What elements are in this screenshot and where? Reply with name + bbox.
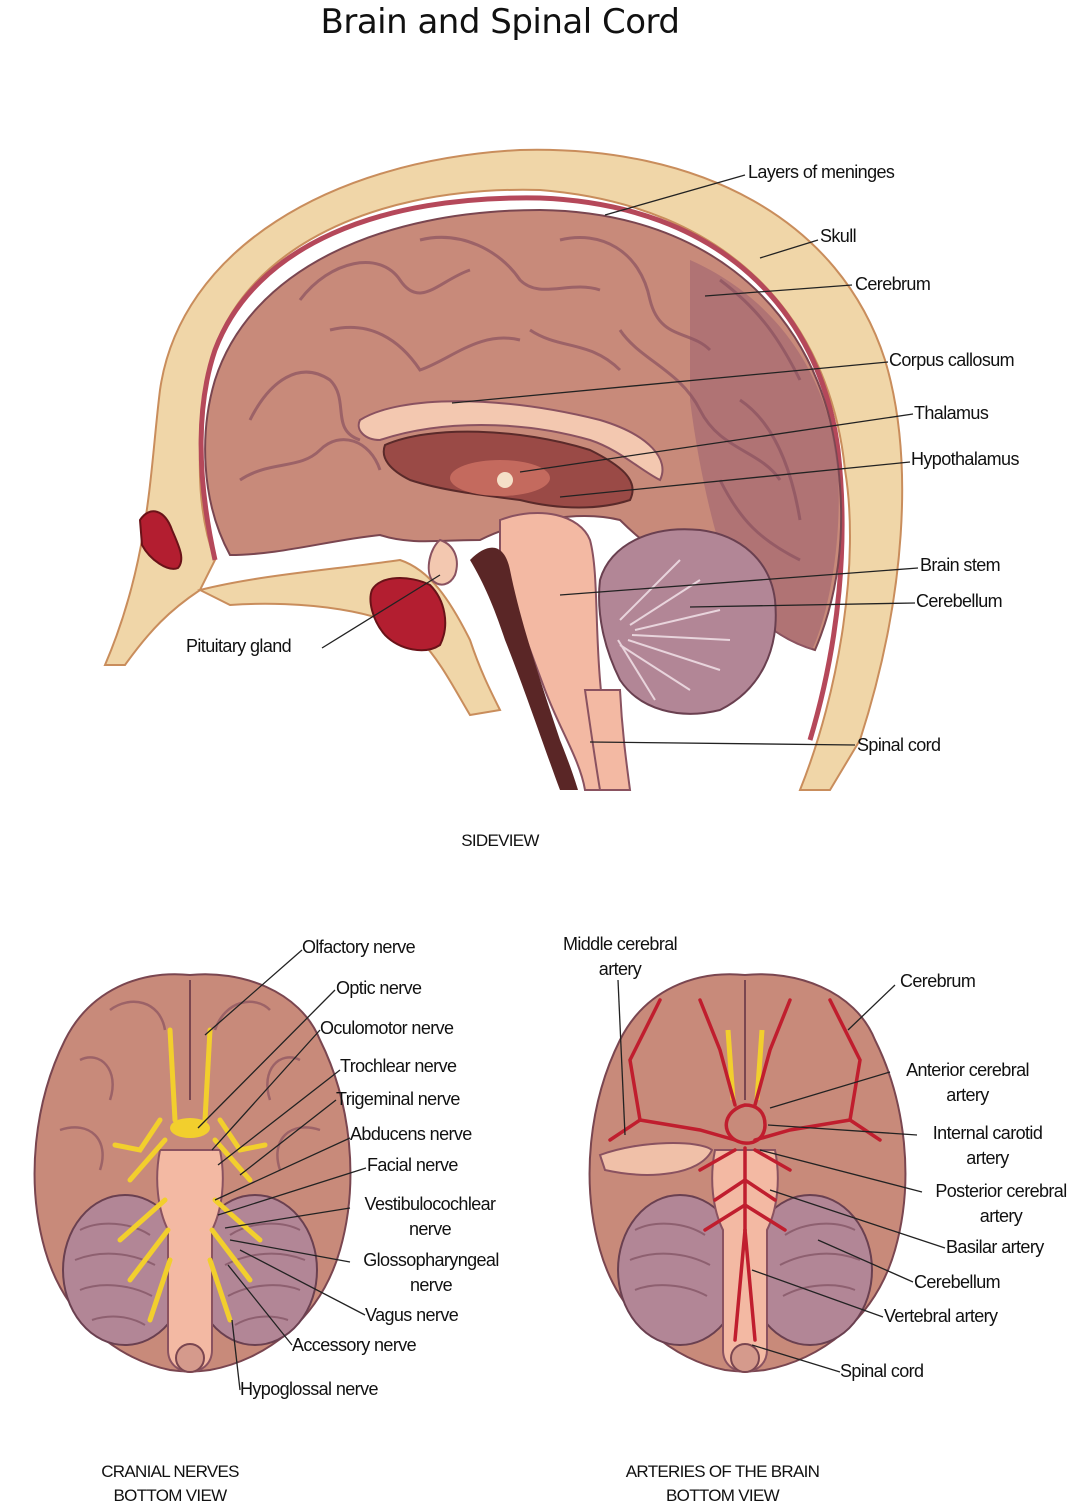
cn-optic-chiasm [170, 1118, 210, 1138]
label-glossopharyngeal-nerve: Glossopharyngeal nerve [345, 1248, 517, 1298]
massa-intermedia [497, 472, 513, 488]
pituitary-gland [427, 538, 458, 586]
arteries-illustration [588, 973, 907, 1374]
label-cerebellum-side: Cerebellum [916, 591, 1003, 611]
sphenoid-sinus [369, 577, 447, 652]
label-accessory-nerve: Accessory nerve [292, 1335, 417, 1355]
label-vagus-nerve: Vagus nerve [365, 1305, 459, 1325]
ar-cerebellum-folia [629, 1222, 861, 1297]
internal-carotid-line1: Internal carotid [932, 1123, 1043, 1143]
arteries-leaders [617, 979, 946, 1373]
gyri-texture [239, 235, 802, 562]
label-layers-of-meninges: Layers of meninges [748, 162, 895, 182]
ar-temporal-flap [598, 1142, 714, 1176]
internal-carotid-line2: artery [966, 1148, 1009, 1168]
anterior-cerebral-line1: Anterior cerebral [906, 1060, 1029, 1080]
spinal-cord-side [583, 689, 632, 791]
vestibulocochlear-line2: nerve [408, 1219, 452, 1239]
caption-cranial-nerves: CRANIAL NERVES BOTTOM VIEW [60, 1460, 280, 1508]
label-facial-nerve: Facial nerve [367, 1155, 458, 1175]
label-corpus-callosum: Corpus callosum [889, 350, 1015, 370]
label-skull: Skull [820, 226, 857, 246]
label-anterior-cerebral-artery: Anterior cerebral artery [885, 1058, 1050, 1108]
middle-cerebral-line2: artery [598, 959, 642, 979]
cerebral-aqueduct [470, 547, 578, 790]
posterior-cerebral-line1: Posterior cerebral [935, 1181, 1067, 1201]
label-trochlear-nerve: Trochlear nerve [340, 1056, 457, 1076]
frontal-sinus [138, 510, 183, 570]
corpus-callosum [357, 400, 664, 482]
caption-cranial-line1: CRANIAL NERVES [101, 1462, 239, 1481]
posterior-cerebral-line2: artery [979, 1206, 1023, 1226]
cn-cord-section [175, 1343, 205, 1373]
label-cerebrum-side: Cerebrum [855, 274, 931, 294]
label-hypoglossal-nerve: Hypoglossal nerve [240, 1379, 378, 1399]
meninges-layer [198, 195, 845, 741]
vestibulocochlear-line1: Vestibulocochlear [364, 1194, 497, 1214]
label-trigeminal-nerve: Trigeminal nerve [336, 1089, 460, 1109]
ar-cord-section [730, 1343, 760, 1373]
cn-brainstem [156, 1149, 224, 1374]
label-cerebellum-bottom: Cerebellum [914, 1272, 1001, 1292]
side-view-illustration [103, 148, 904, 791]
label-pituitary-gland: Pituitary gland [186, 636, 292, 656]
label-spinal-cord-bottom: Spinal cord [840, 1361, 924, 1381]
label-brain-stem: Brain stem [920, 555, 1001, 575]
glossopharyngeal-line1: Glossopharyngeal [363, 1250, 499, 1270]
label-cerebrum-bottom: Cerebrum [900, 971, 976, 991]
label-posterior-cerebral-artery: Posterior cerebral artery [922, 1179, 1080, 1229]
label-spinal-cord-side: Spinal cord [857, 735, 941, 755]
side-view-leaders [321, 174, 919, 746]
label-olfactory-nerve: Olfactory nerve [302, 937, 416, 957]
label-basilar-artery: Basilar artery [946, 1237, 1044, 1257]
anterior-cerebral-line2: artery [946, 1085, 989, 1105]
label-vertebral-artery: Vertebral artery [884, 1306, 998, 1326]
cranial-nerve-leaders [197, 949, 367, 1391]
figure-title: Brain and Spinal Cord [320, 2, 680, 42]
caption-cranial-line2: BOTTOM VIEW [113, 1486, 228, 1505]
label-internal-carotid-artery: Internal carotid artery [910, 1121, 1065, 1171]
label-vestibulocochlear-nerve: Vestibulocochlear nerve [345, 1192, 515, 1242]
label-thalamus: Thalamus [914, 403, 989, 423]
caption-side-view: SIDEVIEW [461, 831, 539, 850]
arbor-vitae [617, 559, 731, 701]
cerebellum [598, 528, 777, 715]
label-abducens-nerve: Abducens nerve [350, 1124, 472, 1144]
caption-arteries-line2: BOTTOM VIEW [666, 1486, 780, 1505]
caption-arteries-line1: ARTERIES OF THE BRAIN [625, 1462, 820, 1481]
label-optic-nerve: Optic nerve [336, 978, 422, 998]
glossopharyngeal-line2: nerve [409, 1275, 453, 1295]
cn-cerebellum-folia [74, 1222, 306, 1326]
cn-nerves [112, 1027, 268, 1323]
middle-cerebral-line1: Middle cerebral [562, 934, 678, 954]
cranial-nerves-illustration [33, 973, 352, 1374]
label-hypothalamus: Hypothalamus [911, 449, 1019, 469]
label-oculomotor-nerve: Oculomotor nerve [320, 1018, 454, 1038]
caption-arteries: ARTERIES OF THE BRAIN BOTTOM VIEW [590, 1460, 855, 1508]
label-middle-cerebral-artery: Middle cerebral artery [540, 932, 700, 982]
